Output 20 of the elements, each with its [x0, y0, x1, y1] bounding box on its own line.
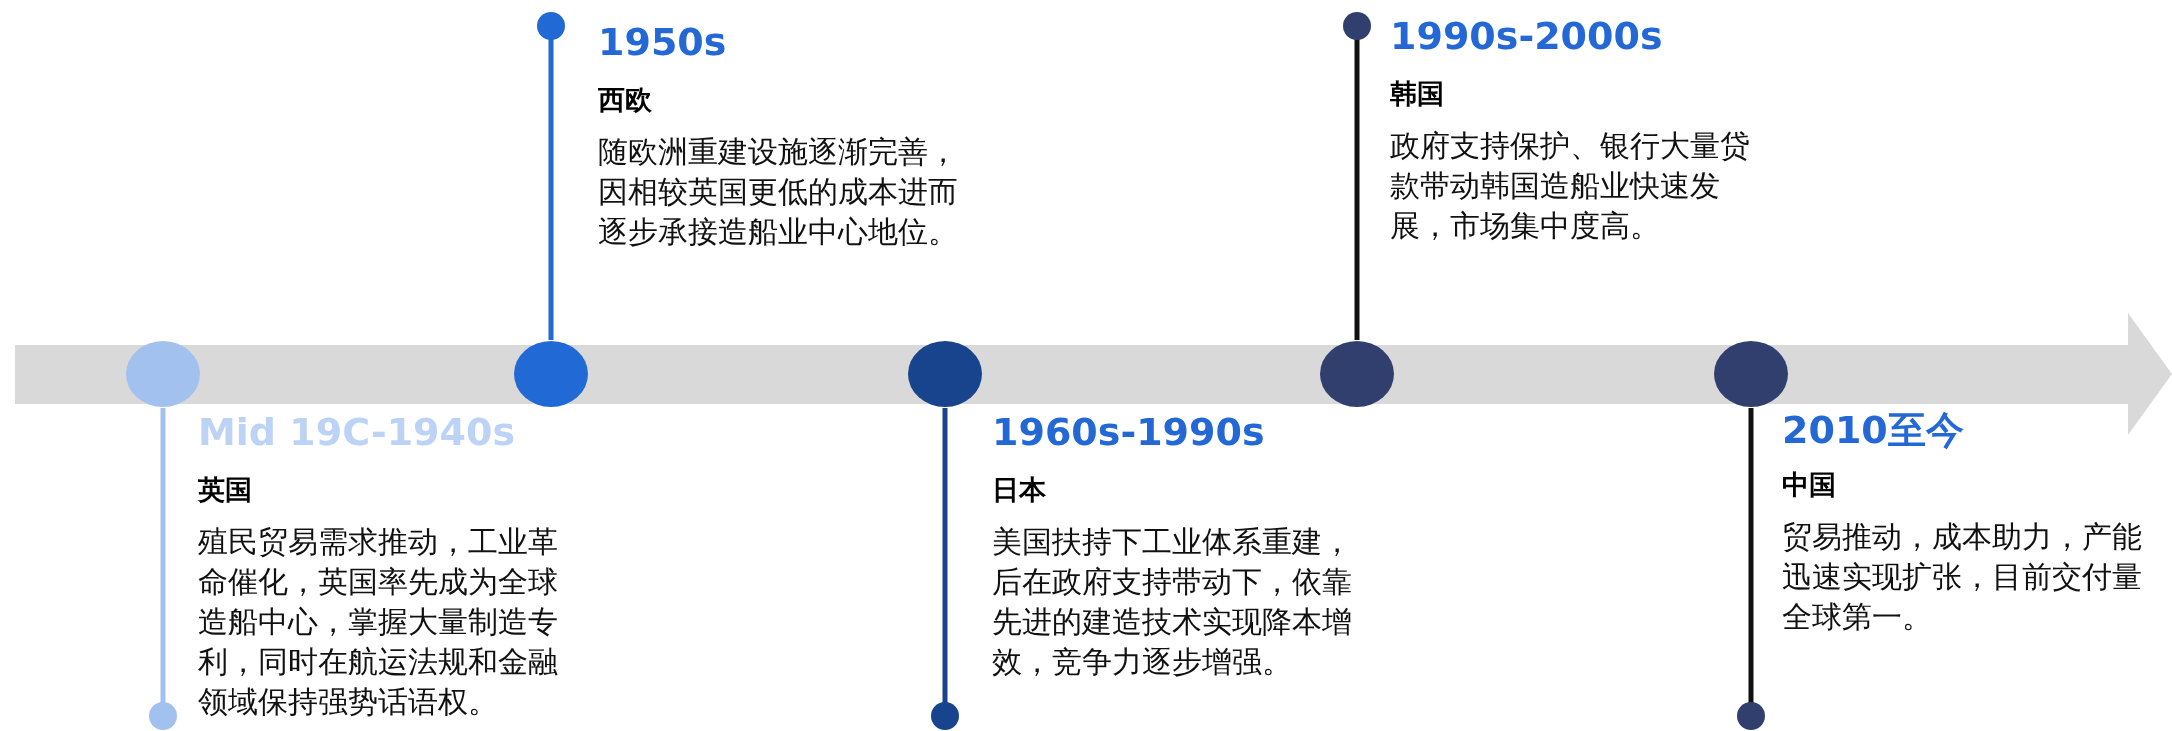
year-label: Mid 19C-1940s — [198, 410, 516, 454]
timeline-marker — [1714, 341, 1788, 407]
year-label: 1950s — [598, 20, 727, 64]
country-label: 日本 — [992, 473, 1046, 507]
country-label: 西欧 — [598, 83, 652, 117]
year-label: 2010至今 — [1782, 407, 1964, 454]
timeline-marker — [514, 341, 588, 407]
year-label: 1960s-1990s — [992, 410, 1265, 454]
country-label: 英国 — [198, 473, 252, 507]
year-label: 1990s-2000s — [1390, 14, 1663, 58]
timeline-marker — [908, 341, 982, 407]
description-text: 贸易推动，成本助力，产能迅速实现扩张，目前交付量全球第一。 — [1782, 518, 2143, 636]
country-label: 中国 — [1782, 468, 1836, 502]
description-text: 美国扶持下工业体系重建，后在政府支持带动下，依靠先进的建造技术实现降本增效，竞争力逐步增强。 — [992, 523, 1353, 681]
description-text: 殖民贸易需求推动，工业革命催化，英国率先成为全球造船中心，掌握大量制造专利，同时在航运法规和金融领域保持强势话语权。 — [198, 523, 559, 721]
description-text: 随欧洲重建设施逐渐完善，因相较英国更低的成本进而逐步承接造船业中心地位。 — [598, 133, 959, 251]
description-text: 政府支持保护、银行大量贷款带动韩国造船业快速发展，市场集中度高。 — [1390, 127, 1751, 245]
timeline-marker — [1320, 341, 1394, 407]
country-label: 韩国 — [1390, 77, 1444, 111]
timeline-marker — [126, 341, 200, 407]
